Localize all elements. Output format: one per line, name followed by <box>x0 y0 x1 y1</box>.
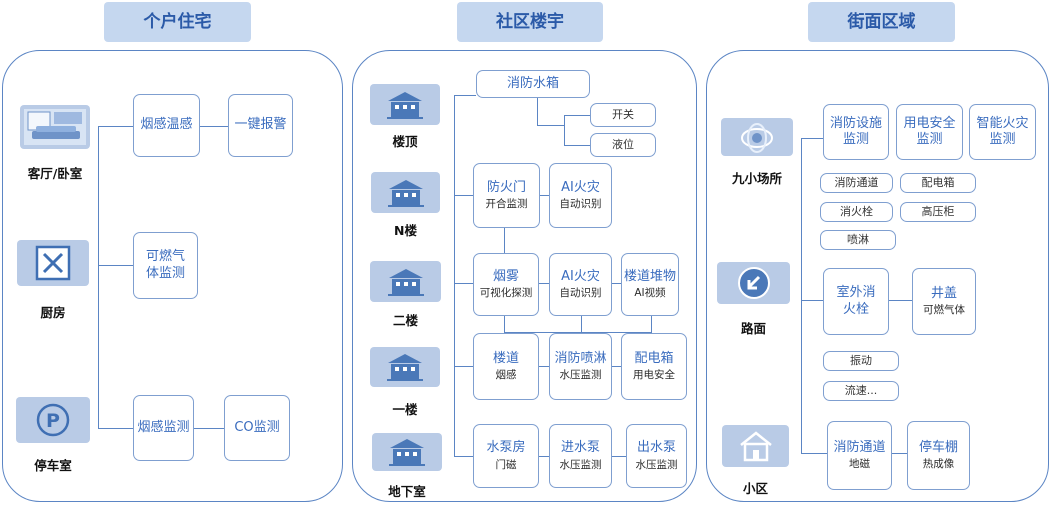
manhole-gas: 井盖可燃气体 <box>912 268 976 335</box>
building-icon-roof <box>370 84 440 125</box>
building-icon-n <box>371 172 440 213</box>
one-key-alarm: 一键报警 <box>228 94 293 157</box>
living-room-icon <box>20 105 90 149</box>
place-road-label: 路面 <box>740 321 766 336</box>
floor-n-label: N楼 <box>394 223 417 238</box>
parking-shed-thermal: 停车棚热成像 <box>907 421 970 490</box>
gas-monitor: 可燃气体监测 <box>133 232 198 299</box>
corridor-smoke: 楼道烟感 <box>473 333 539 400</box>
place-small-label: 九小场所 <box>731 171 782 186</box>
fire-facility-monitor: 消防设施监测 <box>823 104 889 160</box>
outdoor-hydrant: 室外消火栓 <box>823 268 889 335</box>
room-living-label: 客厅/卧室 <box>27 166 83 181</box>
parking-icon: P <box>16 397 90 443</box>
building-icon-first <box>370 347 440 387</box>
district-icon <box>722 425 789 467</box>
vibration-small: 振动 <box>823 351 899 371</box>
distribution-box: 配电箱用电安全 <box>621 333 687 400</box>
hydrant-small: 消火栓 <box>820 202 893 222</box>
fire-passage-geomag: 消防通道地磁 <box>827 421 892 490</box>
road-icon <box>717 262 790 304</box>
outlet-pump: 出水泵水压监测 <box>626 424 687 488</box>
tank-level: 液位 <box>590 133 656 157</box>
electric-safety-monitor: 用电安全监测 <box>896 104 963 160</box>
fire-passage-small: 消防通道 <box>820 173 893 193</box>
fire-water-tank: 消防水箱 <box>476 70 590 98</box>
building-icon-basement <box>372 433 442 471</box>
header-street: 街面区域 <box>808 2 955 42</box>
floor-second-label: 二楼 <box>392 313 418 328</box>
fire-door: 防火门开合监测 <box>473 163 540 228</box>
floor-first-label: 一楼 <box>392 402 418 417</box>
room-kitchen-label: 厨房 <box>40 305 66 320</box>
smart-fire-monitor: 智能火灾监测 <box>969 104 1036 160</box>
co-monitor: CO监测 <box>224 395 290 461</box>
smoke-visual: 烟雾可视化探测 <box>473 253 539 316</box>
ai-fire-n: AI火灾自动识别 <box>549 163 612 228</box>
svg-text:P: P <box>46 410 60 432</box>
floor-roof-label: 楼顶 <box>392 134 418 149</box>
building-icon-second <box>370 261 441 302</box>
tank-switch: 开关 <box>590 103 656 127</box>
small-venue-icon <box>721 118 793 156</box>
kitchen-icon <box>17 240 89 286</box>
header-community: 社区楼宇 <box>457 2 603 42</box>
smoke-monitor: 烟感监测 <box>133 395 194 461</box>
hv-cabinet-small: 高压柜 <box>900 202 976 222</box>
floor-basement-label: 地下室 <box>388 484 426 499</box>
ai-fire-second: AI火灾自动识别 <box>549 253 612 316</box>
dist-box-small: 配电箱 <box>900 173 976 193</box>
place-district-label: 小区 <box>742 481 768 496</box>
pump-room: 水泵房门磁 <box>473 424 539 488</box>
sprinkler-small: 喷淋 <box>820 230 896 250</box>
room-garage-label: 停车室 <box>34 458 72 473</box>
fire-sprinkler: 消防喷淋水压监测 <box>549 333 612 400</box>
smoke-temp-sensor: 烟感温感 <box>133 94 200 157</box>
header-personal: 个户住宅 <box>104 2 251 42</box>
inlet-pump: 进水泵水压监测 <box>549 424 612 488</box>
flow-rate-small: 流速... <box>823 381 899 401</box>
